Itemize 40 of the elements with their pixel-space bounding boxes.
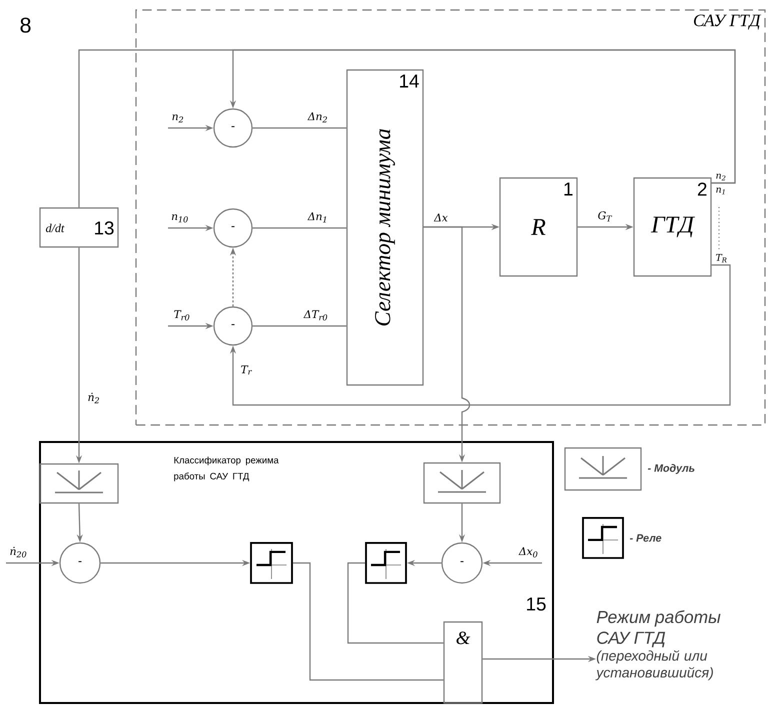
edge-label: T$_{r}$ [239,364,254,376]
arrow [230,264,731,406]
edge-label: Δn$_{1}$ [306,211,330,224]
derivative-block: d/dt 13 [39,207,119,248]
edge-label: n$_{10}$ [170,213,190,224]
edge-label: ΔT$_{r0}$ [302,308,330,322]
relay-block [365,542,407,584]
selector-block: Селектор минимума 14 [346,69,424,386]
edge-label: Δn$_{2}$ [306,111,330,124]
summing-junction: - [59,542,101,584]
edge-label: T$_{r0}$ [172,308,192,322]
edge-label: Δx$_{0}$ [518,546,540,559]
summing-junction: - [213,108,253,148]
connector-line [252,227,346,229]
module-block [39,463,119,504]
edge-label: G$_{T}$ [596,210,614,223]
summing-junction: - [213,208,253,248]
signal-label: T$_{R}$ [716,254,727,262]
edge-label: ṅ$_{20}$ [8,546,29,559]
and-gate: & [443,621,483,704]
callout-number: 8 [20,18,31,33]
edge-label: ṅ$_{2}$ [86,391,102,405]
summing-junction: - [213,306,253,346]
connector-line [252,127,346,129]
connector-line [78,49,736,208]
connector-line [347,562,444,644]
module-block [423,462,501,504]
connector-line [252,325,346,327]
edge-label: n$_{2}$ [170,113,186,124]
relay-block [250,542,293,584]
summing-junction: - [441,542,483,584]
output-text: Режим работы САУ ГТД (переходный или установившийся) [595,610,720,680]
edge-label: Δx [432,212,450,223]
legend-text: - Модуль [648,464,694,474]
legend-text: - Реле [630,534,662,542]
signal-label: n$_{2}$ [716,174,726,180]
connector-line [292,562,444,681]
engine-block: ГТД 2 [633,177,712,277]
signal-label: n$_{1}$ [716,188,725,194]
controller-block: R 1 [499,177,578,277]
